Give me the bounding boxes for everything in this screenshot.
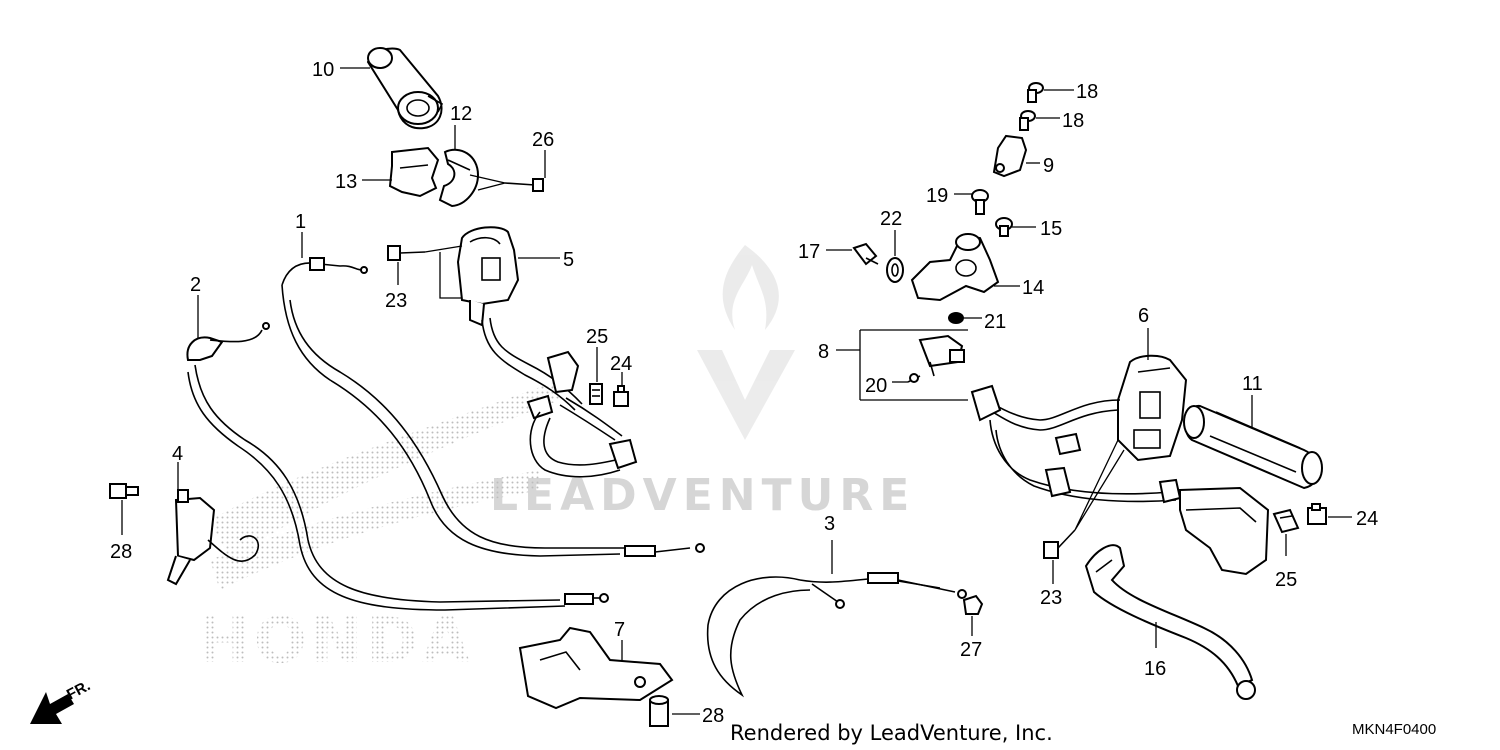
callout-24-left: 24 (610, 353, 632, 375)
part-clutch-lever-bracket[interactable] (910, 233, 1000, 302)
part-washer-22[interactable] (886, 257, 904, 283)
callout-26: 26 (532, 129, 554, 151)
part-clip-24-right[interactable] (1307, 503, 1327, 525)
callout-17: 17 (798, 241, 820, 263)
part-screw-23-right[interactable] (1043, 529, 1076, 559)
watermark: LEADVENTURE HONDA (198, 245, 915, 677)
part-clutch-cable[interactable] (706, 572, 967, 698)
callout-3: 3 (824, 513, 835, 535)
callout-6: 6 (1138, 305, 1149, 327)
part-clip-25-right[interactable] (1272, 508, 1300, 534)
callout-18-upper: 18 (1076, 81, 1098, 103)
callout-21: 21 (984, 311, 1006, 333)
honda-wing-logo-lower (210, 470, 540, 590)
callout-28-bottom: 28 (702, 705, 724, 727)
arrow-down-left-icon (30, 692, 74, 724)
part-right-switch-harness[interactable] (481, 317, 638, 478)
part-screw-18-lower[interactable] (1019, 110, 1036, 131)
leadventure-logo-icon (697, 245, 795, 440)
part-left-handlebar-switch[interactable] (1117, 354, 1188, 462)
part-nut-27[interactable] (962, 594, 984, 615)
callout-27: 27 (960, 639, 982, 661)
part-throttle-grip[interactable] (366, 47, 444, 130)
part-screw-26[interactable] (504, 178, 544, 192)
callout-23-right: 23 (1040, 587, 1062, 609)
callout-23-left: 23 (385, 290, 407, 312)
callout-1: 1 (295, 211, 306, 233)
diagram-code: MKN4F0400 (1352, 721, 1436, 738)
callout-15: 15 (1040, 218, 1062, 240)
part-clip-25-left[interactable] (589, 383, 603, 405)
part-left-grip[interactable] (1183, 405, 1323, 490)
callout-25-right: 25 (1275, 569, 1297, 591)
part-bolt-28-left[interactable] (109, 483, 139, 499)
callout-18-lower: 18 (1062, 110, 1084, 132)
part-throttle-cable[interactable] (281, 257, 705, 557)
callout-9: 9 (1043, 155, 1054, 177)
part-clip-24-left[interactable] (613, 385, 629, 407)
callout-12: 12 (450, 103, 472, 125)
callout-8: 8 (818, 341, 829, 363)
callout-13: 13 (335, 171, 357, 193)
part-screw-19[interactable] (971, 189, 989, 215)
callout-10: 10 (312, 59, 334, 81)
callout-16: 16 (1144, 658, 1166, 680)
render-credit: Rendered by LeadVenture, Inc. (730, 721, 1053, 745)
callout-22: 22 (880, 208, 902, 230)
callout-11: 11 (1242, 373, 1263, 395)
part-screw-18-upper[interactable] (1027, 82, 1044, 103)
honda-wing-logo (210, 380, 560, 560)
watermark-brand: HONDA (198, 604, 474, 677)
part-screw-15[interactable] (995, 217, 1013, 237)
front-direction-arrow: FR. (30, 677, 93, 724)
callout-5: 5 (563, 249, 574, 271)
callout-25-left: 25 (586, 326, 608, 348)
part-left-switch-harness[interactable] (970, 384, 1270, 576)
callout-7: 7 (614, 619, 625, 641)
callout-4: 4 (172, 443, 183, 465)
part-throttle-housing-lower[interactable] (388, 146, 440, 198)
watermark-text: LEADVENTURE (490, 470, 915, 521)
part-bracket-7[interactable] (518, 626, 674, 710)
callout-20: 20 (865, 375, 887, 397)
part-bolt-17[interactable] (852, 242, 879, 266)
callout-28-left: 28 (110, 541, 132, 563)
part-switch-4[interactable] (166, 489, 260, 586)
part-screw-23-left[interactable] (387, 245, 426, 261)
part-clamp-holder-9[interactable] (992, 134, 1028, 178)
part-screw-20[interactable] (907, 373, 921, 383)
part-clutch-lever[interactable] (1084, 544, 1256, 700)
callout-19: 19 (926, 185, 948, 207)
part-right-handlebar-switch[interactable] (456, 226, 520, 327)
part-throttle-cable-b[interactable] (186, 322, 609, 611)
callout-14: 14 (1022, 277, 1044, 299)
part-clutch-switch-assembly[interactable] (859, 329, 968, 401)
part-bolt-28-bottom[interactable] (649, 695, 669, 727)
part-nut-21[interactable] (948, 312, 964, 324)
part-throttle-housing-upper[interactable] (438, 148, 480, 208)
callout-24-right: 24 (1356, 508, 1378, 530)
callout-2: 2 (190, 274, 201, 296)
